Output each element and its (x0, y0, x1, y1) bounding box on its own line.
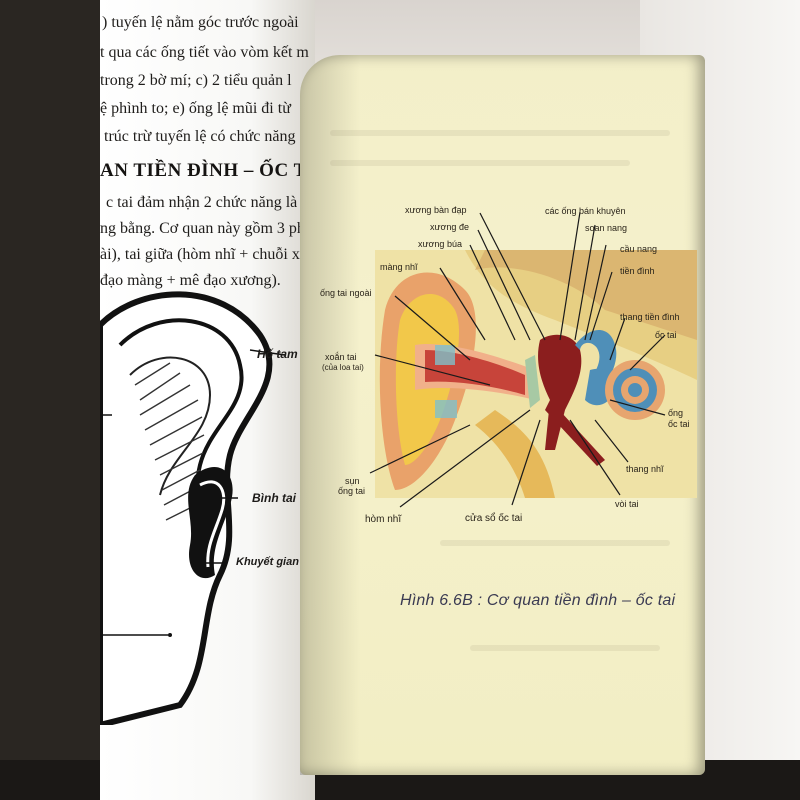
ear-cross-section-diagram (375, 250, 697, 498)
left-text-line: ệ phình to; e) ống lệ mũi đi từ (100, 100, 291, 117)
label-oc-tai: ốc tai (655, 330, 677, 340)
label-xuong-de: xương đe (430, 222, 469, 232)
left-text-line: ) tuyến lệ nằm góc trước ngoài (102, 14, 299, 31)
label-ong-tai-ngoai: ống tai ngoài (320, 288, 372, 298)
label-soan-nang: soan nang (585, 223, 628, 233)
label-cua-so-oc-tai: cửa sổ ốc tai (465, 513, 523, 524)
figure-caption: Hình 6.6B : Cơ quan tiền đình – ốc tai (400, 592, 676, 609)
label-voi-tai: vòi tai (615, 499, 639, 509)
ear-cross-section-art (375, 250, 697, 498)
label-xuong-bua: xương búa (418, 239, 462, 249)
bleed-through-text (330, 160, 630, 166)
left-body-line: ng bằng. Cơ quan này gồm 3 phần (100, 220, 315, 237)
left-body-line: c tai đảm nhận 2 chức năng là nhận (106, 194, 315, 211)
label-sun-ong-tai: sụn (345, 476, 360, 486)
left-body-line: đạo màng + mê đạo xương). (100, 272, 281, 289)
label-xuong-ban-dap: xương bàn đạp (405, 205, 467, 215)
label-xoan-tai-sub: (của loa tai) (322, 363, 364, 372)
label-mang-nhi: màng nhĩ (380, 262, 418, 272)
outer-ear-illustration (100, 291, 286, 725)
label-binh-tai: Bình tai (252, 491, 296, 505)
label-ong-oc-tai: ống (668, 408, 684, 418)
left-page: ) tuyến lệ nằm góc trước ngoài t qua các… (100, 0, 315, 800)
label-xoan-tai: xoắn tai (325, 352, 357, 362)
page-gutter-shadow (300, 55, 360, 775)
bleed-through-text (470, 645, 660, 651)
label-cau-nang: cầu nang (620, 244, 658, 254)
label-ong-ban-khuyen: các ống bán khuyên (545, 206, 626, 216)
label-sun-ong-tai-2: ống tai (338, 486, 366, 496)
label-thang-tien-dinh: thang tiền đình (620, 312, 680, 322)
left-text-line: t qua các ống tiết vào vòm kết m (100, 44, 309, 61)
label-thang-nhi: thang nhĩ (626, 464, 664, 474)
left-body-line: ài), tai giữa (hòm nhĩ + chuỗi xươn (100, 246, 315, 263)
label-tien-dinh: tiền đình (620, 266, 655, 276)
left-text-line: trong 2 bờ mí; c) 2 tiểu quản l (100, 72, 292, 89)
label-ong-oc-tai-2: ốc tai (668, 419, 690, 429)
section-heading: AN TIỀN ĐÌNH – ỐC TAI (100, 160, 315, 181)
label-khuyet-gian-binh: Khuyết gian bình (236, 556, 315, 568)
bleed-through-text (440, 540, 670, 546)
bleed-through-text (330, 130, 670, 136)
left-text-line: trúc trừ tuyến lệ có chức năng (104, 128, 296, 145)
label-hom-nhi: hòm nhĩ (365, 514, 402, 525)
